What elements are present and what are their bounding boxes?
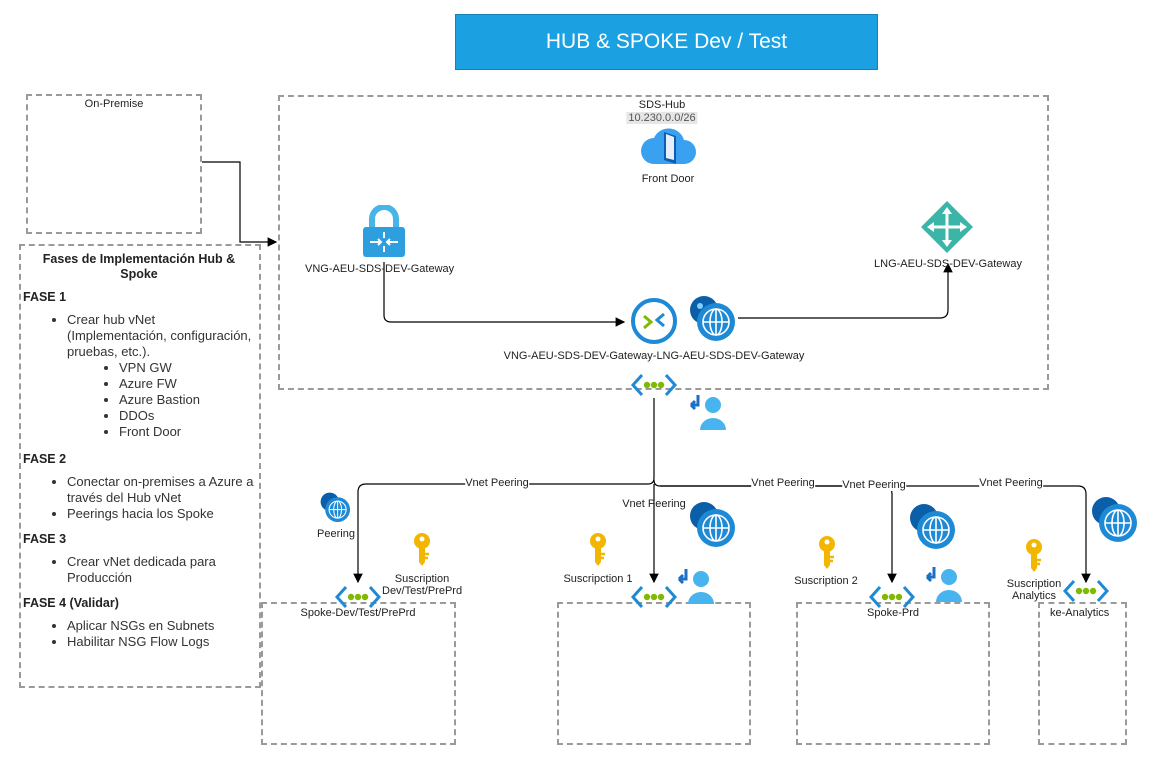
sub1-user-icon [677, 569, 714, 604]
spoke-prd-vnet-icon [868, 585, 916, 609]
subscription-key-icon-devtest [414, 533, 430, 566]
spoke-prd-box [796, 602, 990, 745]
spoke-analytics-box [1038, 602, 1127, 745]
connection-label: VNG-AEU-SDS-DEV-Gateway-LNG-AEU-SDS-DEV-… [503, 350, 805, 362]
subscription-label-devtest: Suscription Dev/Test/PrePrd [382, 573, 463, 597]
vnet-peering-label-1: Vnet Peering [465, 477, 529, 489]
hub-cidr: 10.230.0.0/26 [626, 112, 698, 124]
peering-analytics-line [660, 485, 1091, 584]
front-door-icon [641, 128, 696, 164]
spoke-sub1-vnet-icon [630, 585, 678, 609]
vpn-gateway-lock-icon [363, 205, 405, 257]
connection-to-lng-line [738, 262, 953, 319]
vng-label: VNG-AEU-SDS-DEV-Gateway [305, 263, 455, 275]
spoke-sub1-box [557, 602, 751, 745]
subscription-label-sub1: Suscripction 1 [563, 573, 633, 585]
spoke-devtest-box [261, 602, 456, 745]
vng-to-connection-line [383, 262, 626, 327]
fase1-list: Crear hub vNet (Implementación, configur… [23, 312, 255, 360]
spoke-devtest-vnet-icon [334, 585, 382, 609]
fase3-item: Crear vNet dedicada para Producción [67, 554, 255, 586]
fase1-sub-item: VPN GW [119, 360, 255, 376]
fase2-item: Peerings hacia los Spoke [67, 506, 255, 522]
fase4-title: FASE 4 (Validar) [23, 596, 119, 610]
prd-user-icon [925, 567, 962, 602]
vnet-peering-label-3: Vnet Peering [751, 477, 815, 489]
fase4-list: Aplicar NSGs en Subnets Habilitar NSG Fl… [23, 618, 255, 650]
on-premise-box [26, 94, 202, 234]
vnet-peering-label-2: Vnet Peering [622, 498, 686, 510]
diagram-title: HUB & SPOKE Dev / Test [455, 14, 878, 70]
fase4-item: Aplicar NSGs en Subnets [67, 618, 255, 634]
vnet-peering-label-5: Vnet Peering [979, 477, 1043, 489]
spoke-devtest-label: Spoke-Dev/Test/PrePrd [300, 607, 416, 619]
fase1-title: FASE 1 [23, 290, 67, 304]
fase1-sub-item: Azure Bastion [119, 392, 255, 408]
hub-user-icon [689, 395, 726, 430]
hub-vnet-icon [630, 373, 678, 397]
hub-label: SDS-Hub [638, 99, 686, 111]
phases-panel: Fases de Implementación Hub & Spoke FASE… [19, 244, 261, 688]
subscription-label-analytics: Suscription Analytics [1006, 578, 1062, 602]
spoke-prd-label: Spoke-Prd [867, 607, 919, 619]
subscription-key-icon-prd [819, 536, 835, 569]
sub1-globe-icon [690, 502, 735, 547]
local-network-gateway-icon [921, 201, 973, 253]
prd-globe-icon [910, 504, 955, 549]
connection-globe-icon [690, 296, 735, 341]
on-premise-to-hub-line [202, 161, 278, 247]
fase1-item: Crear hub vNet (Implementación, configur… [67, 312, 255, 360]
spoke-analytics-vnet-icon [1062, 579, 1110, 603]
fase1-sub-item: DDOs [119, 408, 255, 424]
fase3-list: Crear vNet dedicada para Producción [23, 554, 255, 586]
connection-icon [631, 298, 677, 344]
phases-title: Fases de Implementación Hub & Spoke [42, 252, 236, 281]
fase2-list: Conectar on-premises a Azure a través de… [23, 474, 255, 522]
fase1-sub-item: Front Door [119, 424, 255, 440]
subscription-key-icon-analytics [1026, 539, 1042, 572]
analytics-globe-icon [1092, 497, 1137, 542]
vnet-peering-label-4: Vnet Peering [842, 479, 906, 491]
fase1-sub-list: VPN GW Azure FW Azure Bastion DDOs Front… [23, 360, 255, 440]
lng-label: LNG-AEU-SDS-DEV-Gateway [874, 258, 1022, 270]
on-premise-label: On-Premise [84, 98, 144, 110]
front-door-label: Front Door [641, 173, 695, 185]
subscription-key-icon-sub1 [590, 533, 606, 566]
peering-devtest-line [353, 477, 655, 584]
subscription-label-prd: Suscription 2 [794, 575, 858, 587]
fase2-item: Conectar on-premises a Azure a través de… [67, 474, 255, 506]
fase1-sub-item: Azure FW [119, 376, 255, 392]
spoke-analytics-label: ke-Analytics [1050, 607, 1110, 619]
fase4-item: Habilitar NSG Flow Logs [67, 634, 255, 650]
peering-globe-icon [320, 492, 351, 523]
fase2-title: FASE 2 [23, 452, 67, 466]
fase3-title: FASE 3 [23, 532, 67, 546]
peering-label: Peering [317, 528, 355, 540]
hub-box [278, 95, 1049, 390]
